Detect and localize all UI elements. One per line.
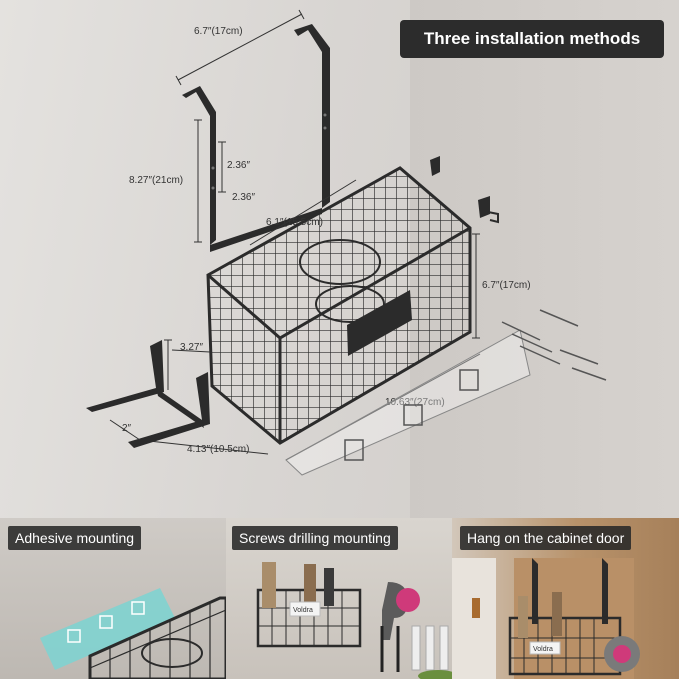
basket-length-label: 10.63″(27cm) [385, 397, 445, 408]
main-diagram-area: 6.7″(17cm) 8.27″(21cm) 2.36″ 2.36″ [0, 0, 679, 518]
screw-icon [380, 625, 449, 672]
section-title: Three installation methods [400, 20, 664, 58]
dimension-diagram: 6.7″(17cm) 8.27″(21cm) 2.36″ 2.36″ [86, 9, 607, 476]
hook-height-label: 8.27″(21cm) [129, 175, 183, 186]
bracket-height-label: 3.27″ [180, 342, 203, 353]
bracket-dimension-lines [109, 339, 172, 441]
hook-gap-bottom-label: 2.36″ [232, 192, 255, 203]
hook-gap-top-label: 2.36″ [227, 160, 250, 171]
cabinet-photo: Voldra [452, 558, 640, 679]
panel-cabinet-door: Voldra Hang on the cabinet door [452, 518, 679, 679]
wall-hook-icon [430, 156, 499, 224]
bracket-depth-label: 2″ [122, 423, 132, 434]
panel-adhesive-mounting: Adhesive mounting [0, 518, 226, 679]
screws-photo: Voldra [256, 562, 452, 679]
basket-illustration [206, 166, 472, 445]
door-hook-illustration [182, 24, 330, 252]
panel-label-adhesive: Adhesive mounting [8, 526, 142, 550]
panel-screws-mounting: Voldra Screws drilling mounting [226, 518, 452, 679]
panel-label-screws: Screws drilling mounting [232, 526, 398, 550]
panel-label-cabinet: Hang on the cabinet door [460, 526, 632, 550]
brand-tag-door: Voldra [533, 646, 553, 653]
basket-inner-label: 6.1″(15.5cm) [266, 217, 323, 228]
adhesive-photo [40, 588, 226, 679]
adhesive-strip-illustration [285, 329, 531, 476]
hook-width-label: 6.7″(17cm) [194, 26, 243, 37]
basket-depth-label: 4.13″(10.5cm) [187, 444, 249, 455]
bracket-illustration [86, 340, 210, 448]
hook-dimension-lines [175, 9, 305, 243]
basket-height-label: 6.7″(17cm) [482, 280, 531, 291]
screws-illustration [501, 309, 607, 381]
brand-tag: Voldra [293, 607, 313, 614]
